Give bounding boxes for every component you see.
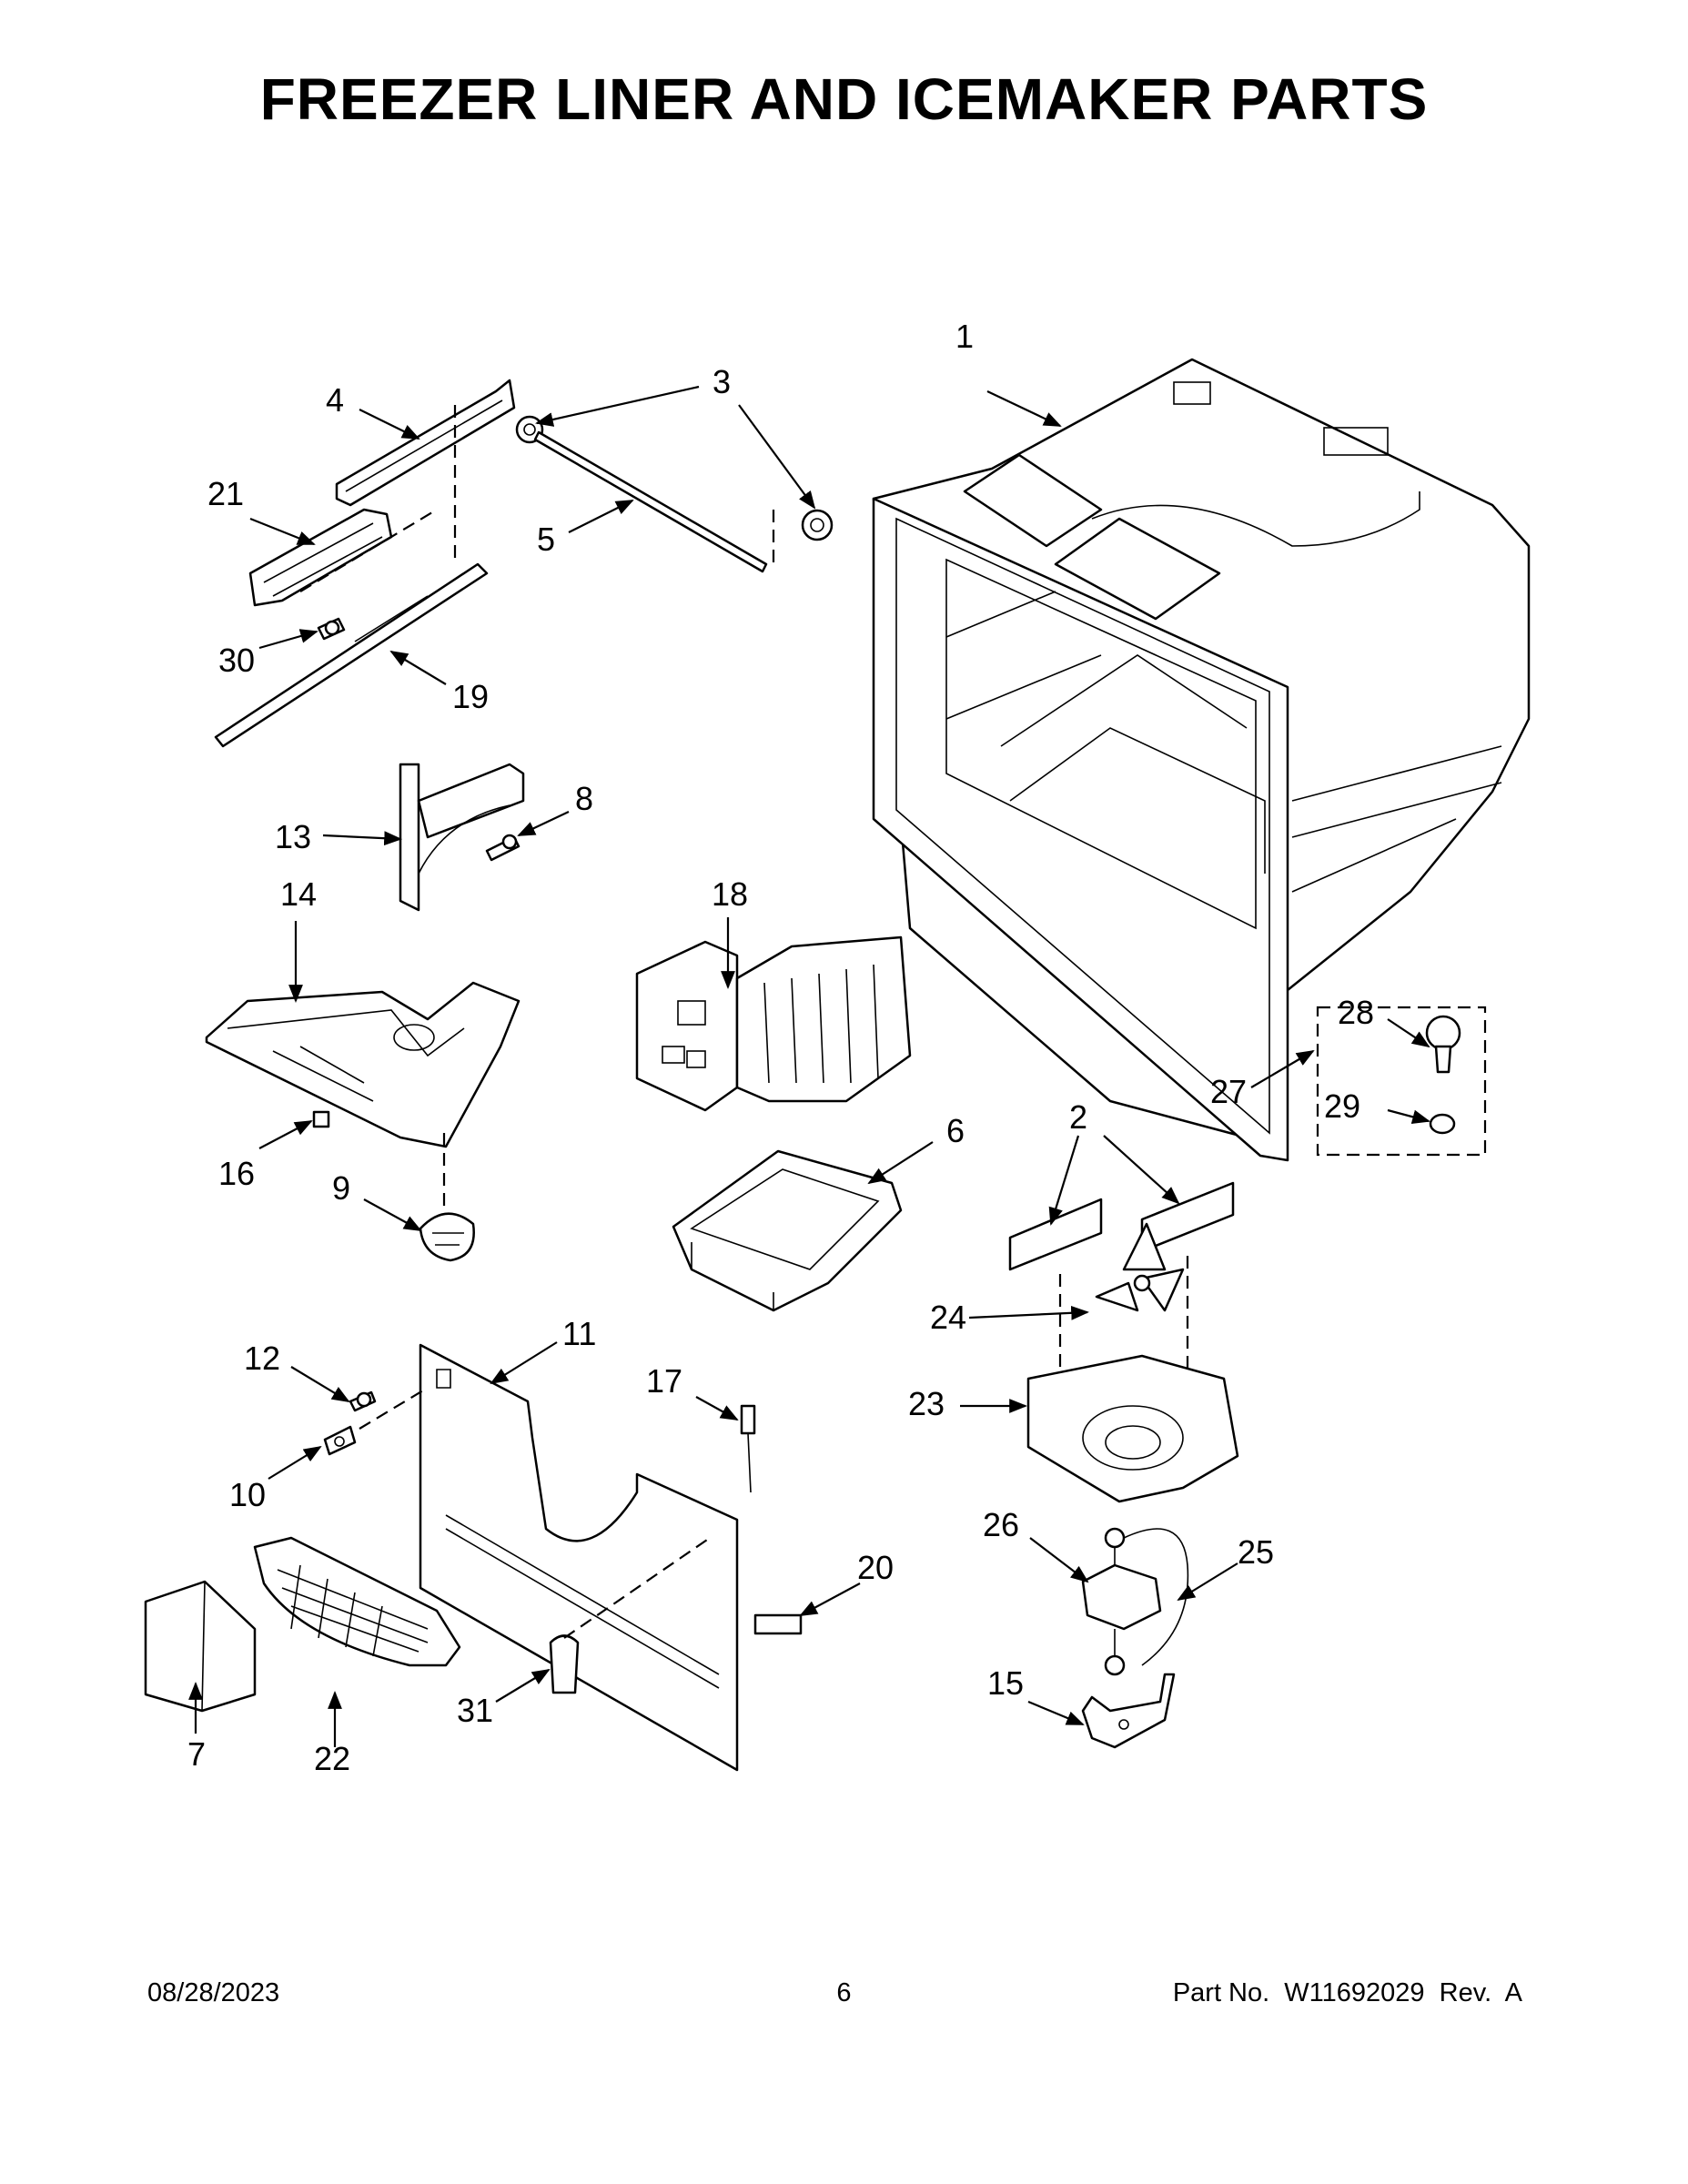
footer-part-number: Part No. W11692029 Rev. A bbox=[1172, 1978, 1522, 2007]
callout-26: 26 bbox=[983, 1506, 1019, 1543]
callout-19: 19 bbox=[452, 678, 489, 715]
part-13-bracket bbox=[399, 763, 525, 912]
footer-page-number: 6 bbox=[836, 1978, 852, 2007]
part-11-rear-panel bbox=[419, 1343, 739, 1772]
callout-1: 1 bbox=[955, 318, 974, 355]
part-6-ice-bin bbox=[672, 1149, 903, 1312]
part-29-clip bbox=[1429, 1113, 1456, 1135]
callout-25: 25 bbox=[1238, 1533, 1274, 1571]
part-10-light-socket bbox=[323, 1387, 429, 1456]
callout-8: 8 bbox=[575, 780, 593, 817]
part-17-thermistor bbox=[740, 1404, 756, 1493]
part-27-dashed-kit bbox=[1316, 1006, 1487, 1157]
callout-4: 4 bbox=[326, 381, 344, 419]
callout-29: 29 bbox=[1324, 1087, 1360, 1125]
callout-20: 20 bbox=[857, 1549, 894, 1586]
callout-21: 21 bbox=[207, 475, 244, 512]
callout-24: 24 bbox=[930, 1299, 966, 1336]
callout-6: 6 bbox=[946, 1112, 965, 1149]
part-16-switch bbox=[312, 1110, 330, 1128]
page-title: FREEZER LINER AND ICEMAKER PARTS bbox=[259, 66, 1429, 132]
callout-31: 31 bbox=[457, 1692, 493, 1729]
part-14-ice-bucket-housing bbox=[205, 981, 521, 1206]
part-12-screw bbox=[349, 1390, 377, 1412]
part-20-foam-strip bbox=[753, 1613, 803, 1635]
part-23-fan-shroud bbox=[1026, 1354, 1239, 1503]
part-26-fan-motor bbox=[1081, 1527, 1162, 1676]
part-5-shaft bbox=[533, 430, 775, 573]
callout-5: 5 bbox=[537, 521, 555, 558]
callout-9: 9 bbox=[332, 1169, 350, 1207]
part-1-freezer-liner bbox=[872, 358, 1531, 1162]
part-22-grille bbox=[253, 1536, 461, 1667]
callout-13: 13 bbox=[275, 818, 311, 855]
part-8-screw bbox=[485, 834, 521, 862]
part-7-cover bbox=[144, 1580, 257, 1713]
callout-14: 14 bbox=[280, 875, 317, 913]
callout-3: 3 bbox=[713, 363, 731, 400]
callout-16: 16 bbox=[218, 1155, 255, 1192]
part-18-icemaker bbox=[635, 935, 912, 1112]
callout-2: 2 bbox=[1069, 1098, 1087, 1136]
part-3-gear-bottom bbox=[801, 509, 834, 541]
part-31-clip bbox=[549, 1537, 711, 1694]
part-15-motor-bracket bbox=[1081, 1673, 1176, 1749]
part-19-slide-rail bbox=[214, 405, 489, 748]
part-2-foam-pads bbox=[1008, 1181, 1235, 1271]
callout-27: 27 bbox=[1210, 1073, 1247, 1110]
callout-leaders bbox=[188, 385, 1430, 1747]
callout-10: 10 bbox=[229, 1476, 266, 1513]
callout-12: 12 bbox=[244, 1340, 280, 1377]
part-25-wire-harness bbox=[1123, 1528, 1189, 1666]
part-4-rail bbox=[335, 379, 516, 507]
callout-labels: 1 2 3 4 5 6 7 8 9 10 11 12 13 14 15 16 1… bbox=[187, 318, 1374, 1777]
callout-15: 15 bbox=[987, 1664, 1024, 1702]
callout-17: 17 bbox=[646, 1362, 682, 1400]
callout-28: 28 bbox=[1338, 994, 1374, 1031]
footer-date: 08/28/2023 bbox=[147, 1978, 280, 2007]
part-24-fan-blade bbox=[1095, 1222, 1185, 1312]
callout-30: 30 bbox=[218, 642, 255, 679]
callout-11: 11 bbox=[562, 1315, 596, 1352]
callout-7: 7 bbox=[187, 1735, 206, 1773]
callout-22: 22 bbox=[314, 1740, 350, 1777]
part-21-bracket bbox=[248, 508, 393, 607]
part-30-screw bbox=[317, 617, 346, 641]
callout-23: 23 bbox=[908, 1385, 945, 1422]
part-9-auger-motor bbox=[419, 1212, 475, 1262]
callout-18: 18 bbox=[712, 875, 748, 913]
part-28-damper bbox=[1425, 1015, 1461, 1074]
